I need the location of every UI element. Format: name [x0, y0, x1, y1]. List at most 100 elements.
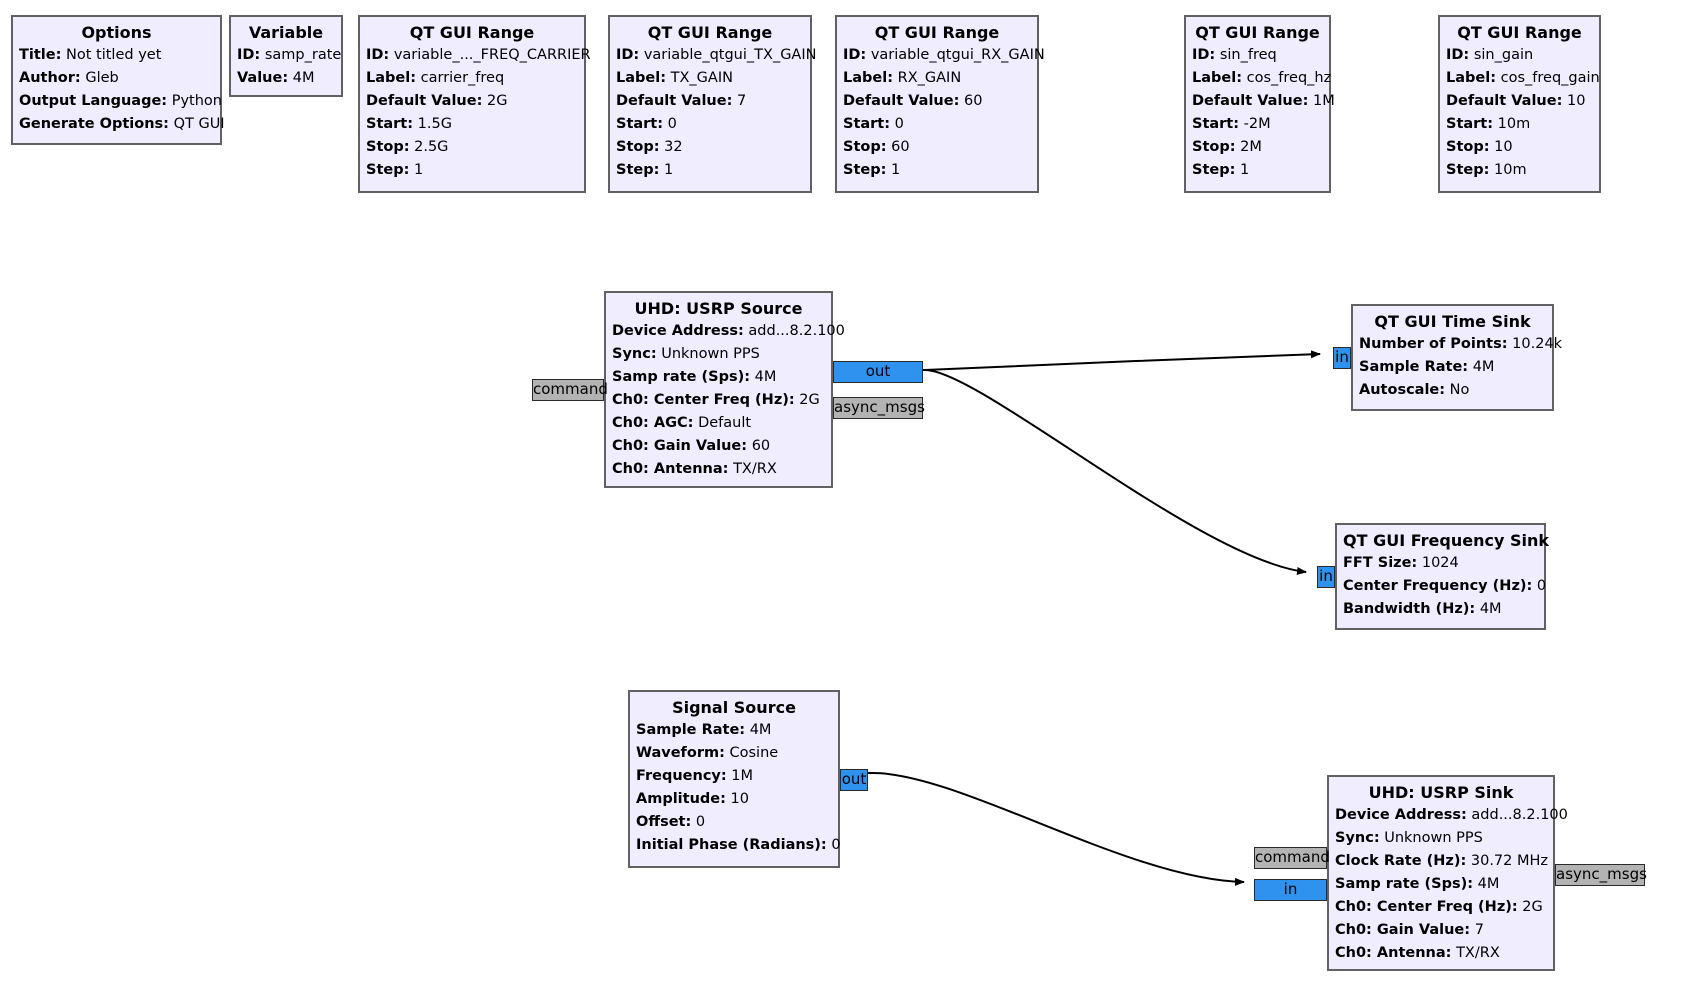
range-sin-freq-block[interactable]: QT GUI Range ID: sin_freq Label: cos_fre… [1184, 15, 1335, 193]
param-value: 60 [751, 438, 771, 454]
signal-source-out-port[interactable]: out [840, 769, 868, 791]
param-key: Default Value: [1446, 93, 1563, 109]
param-key: Samp rate (Sps): [612, 369, 751, 385]
param-key: ID: [1192, 47, 1216, 63]
param-value: TX/RX [1456, 945, 1500, 961]
param-key: Step: [366, 162, 410, 178]
param-key: Sync: [612, 346, 657, 362]
param-value: 10 [730, 791, 749, 807]
param-value: sin_freq [1219, 47, 1277, 63]
freq-sink-in-port[interactable]: in [1317, 566, 1335, 588]
param-value: -2M [1243, 116, 1271, 132]
param-key: Ch0: Center Freq (Hz): [612, 392, 795, 408]
param-value: 4M [1479, 601, 1502, 617]
param-key: Frequency: [636, 768, 727, 784]
param-value: Unknown PPS [1384, 830, 1483, 846]
param-value: 2G [1522, 899, 1543, 915]
range-carrier-freq-block[interactable]: QT GUI Range ID: variable_..._FREQ_CARRI… [358, 15, 591, 193]
signal-source-block[interactable]: Signal Source Sample Rate: 4M Waveform: … [628, 690, 841, 868]
param-row: Samp rate (Sps): 4M [1335, 873, 1547, 896]
param-value: 10 [1494, 139, 1513, 155]
options-block[interactable]: Options Title: Not titled yet Author: Gl… [11, 15, 225, 145]
param-value: cos_freq_hz [1246, 70, 1332, 86]
param-value: variable_qtgui_TX_GAIN [643, 47, 817, 63]
wire-source-to-time-sink[interactable] [912, 350, 1321, 371]
wire-source-to-freq-sink[interactable] [912, 369, 1307, 575]
param-value: 30.72 MHz [1470, 853, 1549, 869]
param-value: Gleb [85, 70, 119, 86]
block-title: QT GUI Time Sink [1374, 312, 1531, 331]
param-row: Device Address: add...8.2.100 [612, 320, 845, 343]
param-key: Generate Options: [19, 116, 169, 132]
param-row: ID: variable_qtgui_RX_GAIN [843, 44, 1045, 67]
block-title: QT GUI Frequency Sink [1343, 531, 1549, 550]
param-row: Ch0: Antenna: TX/RX [1335, 942, 1547, 965]
wire-signal-to-usrp-sink[interactable] [860, 772, 1245, 886]
param-value: variable_..._FREQ_CARRIER [393, 47, 591, 63]
param-row: Ch0: AGC: Default [612, 412, 825, 435]
usrp-source-out-port[interactable]: out [833, 361, 923, 383]
param-key: Label: [1192, 70, 1243, 86]
param-key: Stop: [616, 139, 660, 155]
param-key: Start: [1446, 116, 1494, 132]
param-row: Sample Rate: 4M [636, 719, 832, 742]
param-key: Value: [237, 70, 289, 86]
usrp-sink-command-port[interactable]: command [1254, 847, 1330, 869]
param-value: 1 [891, 162, 901, 178]
param-value: 1 [414, 162, 424, 178]
param-value: Cosine [729, 745, 779, 761]
param-key: Label: [366, 70, 417, 86]
param-row: Ch0: Center Freq (Hz): 2G [612, 389, 825, 412]
param-value: 10 [1567, 93, 1586, 109]
param-key: Step: [1192, 162, 1236, 178]
usrp-source-command-port[interactable]: command [532, 379, 608, 401]
param-key: Stop: [843, 139, 887, 155]
param-value: variable_qtgui_RX_GAIN [870, 47, 1045, 63]
param-value: 10m [1497, 116, 1531, 132]
param-key: Default Value: [843, 93, 960, 109]
param-value: add...8.2.100 [1471, 807, 1568, 823]
usrp-sink-in-port[interactable]: in [1254, 879, 1327, 901]
param-key: ID: [1446, 47, 1470, 63]
param-value: cos_freq_gain [1500, 70, 1600, 86]
param-key: Stop: [1446, 139, 1490, 155]
param-key: ID: [366, 47, 390, 63]
range-tx-gain-block[interactable]: QT GUI Range ID: variable_qtgui_TX_GAIN … [608, 15, 816, 193]
block-title: QT GUI Range [409, 23, 535, 42]
param-row: Output Language: Python [19, 90, 222, 113]
param-value: 0 [831, 837, 841, 853]
param-row: ID: sin_freq [1192, 44, 1323, 67]
usrp-source-block[interactable]: UHD: USRP Source Device Address: add...8… [604, 291, 845, 488]
param-row: ID: variable_qtgui_TX_GAIN [616, 44, 816, 67]
param-key: Ch0: Antenna: [612, 461, 729, 477]
usrp-sink-block[interactable]: UHD: USRP Sink Device Address: add...8.2… [1327, 775, 1568, 971]
range-sin-gain-block[interactable]: QT GUI Range ID: sin_gain Label: cos_fre… [1438, 15, 1601, 193]
param-row: Step: 1 [843, 159, 1031, 182]
param-row: Waveform: Cosine [636, 742, 832, 765]
param-value: 32 [664, 139, 683, 155]
param-value: 7 [1474, 922, 1484, 938]
qt-frequency-sink-block[interactable]: QT GUI Frequency Sink FFT Size: 1024 Cen… [1335, 523, 1549, 630]
param-row: Default Value: 60 [843, 90, 1031, 113]
param-row: Frequency: 1M [636, 765, 832, 788]
param-row: Start: -2M [1192, 113, 1323, 136]
param-value: Unknown PPS [661, 346, 760, 362]
qt-time-sink-block[interactable]: QT GUI Time Sink Number of Points: 10.24… [1351, 304, 1562, 411]
param-value: 2M [1240, 139, 1262, 155]
param-value: RX_GAIN [897, 70, 962, 86]
param-row: Sync: Unknown PPS [1335, 827, 1547, 850]
usrp-source-async-msgs-port[interactable]: async_msgs [833, 397, 925, 419]
time-sink-in-port[interactable]: in [1333, 347, 1351, 369]
variable-samp-rate-block[interactable]: Variable ID: samp_rate Value: 4M [229, 15, 343, 97]
param-key: Offset: [636, 814, 692, 830]
param-value: 1M [731, 768, 754, 784]
param-row: Center Frequency (Hz): 0 [1343, 575, 1546, 598]
param-key: Start: [1192, 116, 1240, 132]
usrp-sink-async-msgs-port[interactable]: async_msgs [1555, 864, 1647, 886]
range-rx-gain-block[interactable]: QT GUI Range ID: variable_qtgui_RX_GAIN … [835, 15, 1045, 193]
param-row: Value: 4M [237, 67, 335, 90]
param-row: Step: 1 [616, 159, 804, 182]
param-row: Default Value: 1M [1192, 90, 1335, 113]
param-value: 1.5G [417, 116, 452, 132]
